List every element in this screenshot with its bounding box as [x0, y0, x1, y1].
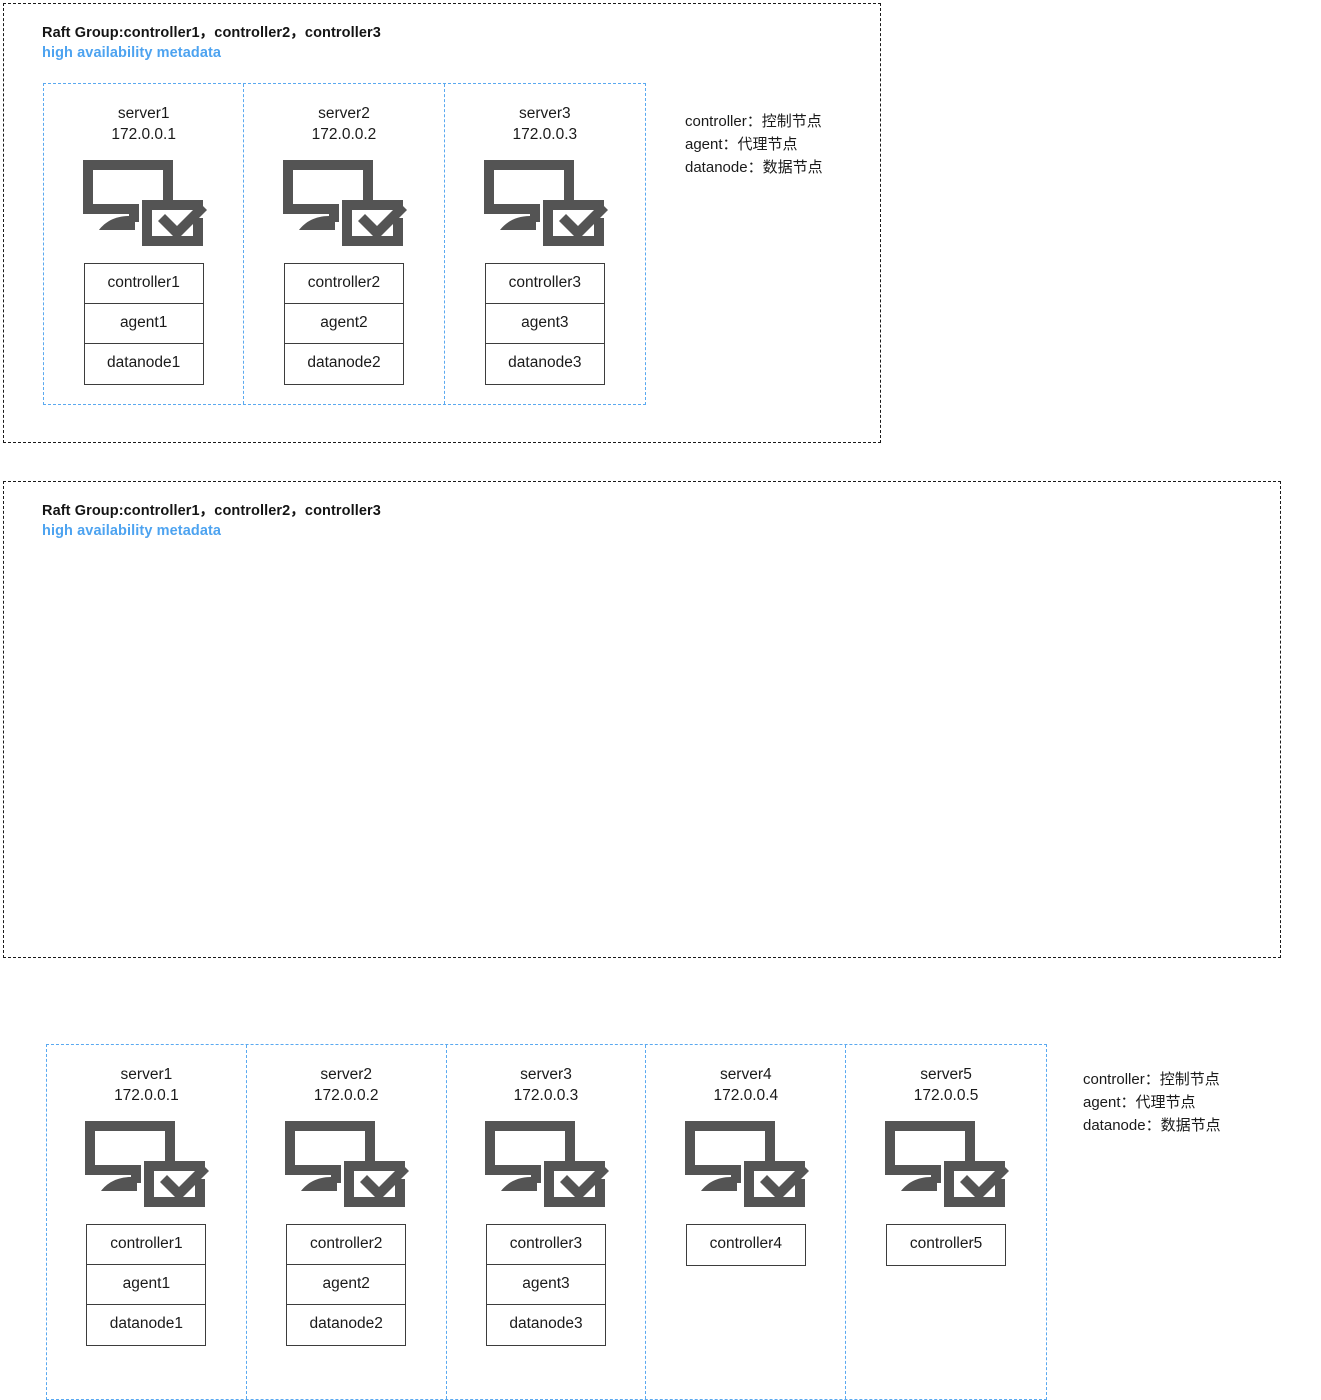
- role-box-datanode: datanode2: [284, 344, 403, 384]
- role-box-agent: agent1: [87, 1265, 206, 1305]
- role-box-controller: controller2: [287, 1225, 406, 1265]
- server-name: server1: [120, 1066, 173, 1083]
- role-box-datanode: datanode3: [486, 1305, 605, 1345]
- server-ip: 172.0.0.1: [111, 126, 176, 143]
- server-ip: 172.0.0.3: [513, 1087, 579, 1104]
- server-name: server2: [318, 105, 370, 122]
- monitor-check-icon: [82, 160, 207, 246]
- monitor-check-icon: [684, 1121, 809, 1207]
- server-column-server1: server1 172.0.0.1 controller1 agent1 dat…: [44, 84, 245, 404]
- server-name: server2: [320, 1066, 373, 1083]
- legend-line-controller: controller：控制节点: [685, 113, 822, 130]
- role-stack: controller1 agent1 datanode1: [83, 263, 204, 385]
- role-box-controller: controller5: [887, 1225, 1006, 1265]
- legend-line-controller: controller：控制节点: [1083, 1071, 1220, 1088]
- high-availability-subtitle: high availability metadata: [42, 45, 222, 61]
- role-box-controller: controller2: [284, 264, 403, 304]
- monitor-check-icon: [285, 1121, 410, 1207]
- role-box-datanode: datanode3: [485, 344, 604, 384]
- legend-line-agent: agent：代理节点: [685, 136, 798, 153]
- server-column-server5: server5 172.0.0.5 controller5: [846, 1045, 1046, 1399]
- server-ip: 172.0.0.3: [512, 126, 578, 143]
- role-box-datanode: datanode2: [287, 1305, 406, 1345]
- server-ip: 172.0.0.2: [311, 126, 377, 143]
- server-column-server2: server2 172.0.0.2 controller2 agent2 dat…: [244, 84, 445, 404]
- role-box-controller: controller1: [87, 1225, 206, 1265]
- role-stack: controller2 agent2 datanode2: [286, 1224, 407, 1346]
- legend: controller：控制节点 agent：代理节点 datanode：数据节点: [685, 110, 823, 179]
- monitor-check-icon: [282, 160, 407, 246]
- server-column-server2: server2 172.0.0.2 controller2 agent2 dat…: [247, 1045, 447, 1399]
- cluster-panel-five-node: Raft Group:controller1，controller2，contr…: [3, 481, 1281, 1400]
- monitor-check-icon: [484, 1121, 609, 1207]
- monitor-check-icon: [483, 160, 608, 246]
- monitor-check-icon: [85, 1121, 210, 1207]
- server-column-server1: server1 172.0.0.1 controller1 agent1 dat…: [47, 1045, 247, 1399]
- role-box-agent: agent2: [284, 304, 403, 344]
- server-rack-container: server1 172.0.0.1 controller1 agent1 dat…: [43, 83, 646, 405]
- server-ip: 172.0.0.2: [313, 1087, 379, 1104]
- role-box-agent: agent3: [486, 1265, 605, 1305]
- server-ip: 172.0.0.5: [913, 1087, 979, 1104]
- role-stack: controller3 agent3 datanode3: [485, 1224, 606, 1346]
- role-box-datanode: datanode1: [87, 1305, 206, 1345]
- role-box-controller: controller3: [486, 1225, 605, 1265]
- legend-line-datanode: datanode：数据节点: [1083, 1117, 1221, 1134]
- role-stack: controller3 agent3 datanode3: [484, 263, 605, 385]
- server-column-server3: server3 172.0.0.3 controller3 agent3 dat…: [445, 84, 645, 404]
- legend: controller：控制节点 agent：代理节点 datanode：数据节点: [1083, 1068, 1221, 1137]
- server-name: server3: [518, 105, 571, 122]
- role-box-controller: controller1: [84, 264, 203, 304]
- raft-group-title: Raft Group:controller1，controller2，contr…: [42, 503, 381, 519]
- role-stack: controller1 agent1 datanode1: [86, 1224, 207, 1346]
- server-ip: 172.0.0.4: [713, 1087, 779, 1104]
- role-box-agent: agent1: [84, 304, 203, 344]
- legend-line-agent: agent：代理节点: [1083, 1094, 1196, 1111]
- server-column-server4: server4 172.0.0.4 controller4: [646, 1045, 847, 1399]
- role-box-controller: controller3: [485, 264, 604, 304]
- server-ip: 172.0.0.1: [114, 1087, 179, 1104]
- role-stack: controller2 agent2 datanode2: [283, 263, 404, 385]
- monitor-check-icon: [885, 1121, 1010, 1207]
- server-name: server4: [719, 1066, 772, 1083]
- panel-header: Raft Group:controller1，controller2，contr…: [42, 502, 381, 541]
- panel-header: Raft Group:controller1，controller2，contr…: [42, 24, 381, 63]
- role-box-datanode: datanode1: [84, 344, 203, 384]
- server-column-server3: server3 172.0.0.3 controller3 agent3 dat…: [447, 1045, 647, 1399]
- role-box-agent: agent3: [485, 304, 604, 344]
- server-name: server3: [520, 1066, 572, 1083]
- raft-group-title: Raft Group:controller1，controller2，contr…: [42, 25, 381, 41]
- role-stack: controller5: [886, 1224, 1007, 1266]
- server-rack-container: server1 172.0.0.1 controller1 agent1 dat…: [46, 1044, 1047, 1400]
- server-name: server5: [920, 1066, 972, 1083]
- server-name: server1: [117, 105, 170, 122]
- role-box-agent: agent2: [287, 1265, 406, 1305]
- role-stack: controller4: [685, 1224, 806, 1266]
- cluster-panel-three-node: Raft Group:controller1，controller2，contr…: [3, 3, 881, 443]
- legend-line-datanode: datanode：数据节点: [685, 159, 823, 176]
- role-box-controller: controller4: [686, 1225, 805, 1265]
- high-availability-subtitle: high availability metadata: [42, 523, 222, 539]
